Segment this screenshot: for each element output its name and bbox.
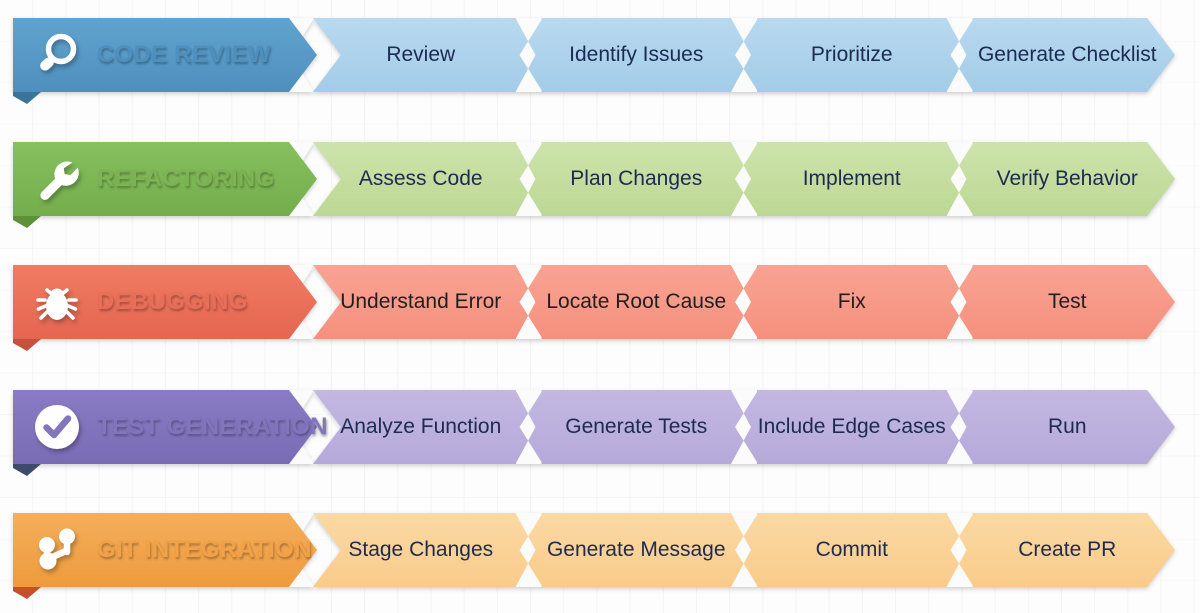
- step-label: Run: [1047, 415, 1087, 438]
- ribbon-fold: [13, 92, 41, 104]
- magnifier-icon: [31, 29, 83, 81]
- step-label: Stage Changes: [348, 538, 494, 561]
- category-label-test-generation[interactable]: TEST GENERATION: [13, 390, 328, 464]
- step-label: Assess Code: [358, 167, 483, 190]
- step-label: Review: [386, 43, 456, 66]
- category-label-text: CODE REVIEW: [97, 41, 271, 68]
- bug-icon: [31, 276, 83, 328]
- category-label-text: DEBUGGING: [97, 288, 248, 315]
- ribbon-wrapper: Assess Code Plan Changes Implement Verify B…: [13, 142, 1200, 216]
- ribbon-fold: [13, 587, 41, 599]
- ribbon-wrapper: Analyze Function Generate Tests Include Ed…: [13, 390, 1200, 464]
- git-branch-icon: [31, 524, 83, 576]
- step-test-generation-3[interactable]: Include Edge Cases: [744, 390, 960, 464]
- step-label: Generate Message: [546, 538, 726, 561]
- step-label: Analyze Function: [340, 415, 502, 438]
- step-git-integration-2[interactable]: Generate Message: [529, 513, 745, 587]
- step-code-review-1[interactable]: Review: [313, 18, 529, 92]
- category-label-git-integration[interactable]: GIT INTEGRATION: [13, 513, 312, 587]
- step-refactoring-3[interactable]: Implement: [744, 142, 960, 216]
- ribbon-wrapper: Stage Changes Generate Message Commit Creat…: [13, 513, 1200, 587]
- ribbon-fold: [13, 464, 41, 476]
- ribbon-fold: [13, 339, 41, 351]
- step-refactoring-1[interactable]: Assess Code: [313, 142, 529, 216]
- category-label-debugging[interactable]: DEBUGGING: [13, 265, 248, 339]
- step-label: Test: [1047, 290, 1087, 313]
- category-label-text: GIT INTEGRATION: [97, 536, 312, 563]
- step-label: Create PR: [1018, 538, 1117, 561]
- step-debugging-4[interactable]: Test: [960, 265, 1176, 339]
- step-debugging-2[interactable]: Locate Root Cause: [529, 265, 745, 339]
- step-debugging-3[interactable]: Fix: [744, 265, 960, 339]
- process-row-refactoring[interactable]: Assess Code Plan Changes Implement Verify B…: [13, 142, 1200, 228]
- step-code-review-4[interactable]: Generate Checklist: [960, 18, 1176, 92]
- process-row-debugging[interactable]: Understand Error Locate Root Cause Fix Test…: [13, 265, 1200, 351]
- step-refactoring-2[interactable]: Plan Changes: [529, 142, 745, 216]
- step-label: Understand Error: [340, 290, 502, 313]
- step-code-review-2[interactable]: Identify Issues: [529, 18, 745, 92]
- step-label: Prioritize: [810, 43, 893, 66]
- step-label: Generate Tests: [565, 415, 708, 438]
- category-label-background: [13, 18, 317, 92]
- step-debugging-1[interactable]: Understand Error: [313, 265, 529, 339]
- step-git-integration-4[interactable]: Create PR: [960, 513, 1176, 587]
- process-row-test-generation[interactable]: Analyze Function Generate Tests Include Ed…: [13, 390, 1200, 476]
- step-git-integration-1[interactable]: Stage Changes: [313, 513, 529, 587]
- step-code-review-3[interactable]: Prioritize: [744, 18, 960, 92]
- check-circle-icon: [31, 401, 83, 453]
- step-test-generation-4[interactable]: Run: [960, 390, 1176, 464]
- step-label: Plan Changes: [570, 167, 703, 190]
- category-label-text: REFACTORING: [97, 165, 275, 192]
- step-label: Commit: [815, 538, 888, 561]
- ribbon-wrapper: Review Identify Issues Prioritize Generate …: [13, 18, 1200, 92]
- step-refactoring-4[interactable]: Verify Behavior: [960, 142, 1176, 216]
- step-label: Locate Root Cause: [546, 290, 727, 313]
- category-label-refactoring[interactable]: REFACTORING: [13, 142, 275, 216]
- ribbon-wrapper: Understand Error Locate Root Cause Fix Test…: [13, 265, 1200, 339]
- step-test-generation-1[interactable]: Analyze Function: [313, 390, 529, 464]
- step-label: Include Edge Cases: [757, 415, 946, 438]
- process-row-git-integration[interactable]: Stage Changes Generate Message Commit Creat…: [13, 513, 1200, 599]
- category-label-code-review[interactable]: CODE REVIEW: [13, 18, 271, 92]
- step-label: Implement: [802, 167, 901, 190]
- step-git-integration-3[interactable]: Commit: [744, 513, 960, 587]
- category-label-text: TEST GENERATION: [97, 413, 328, 440]
- step-label: Identify Issues: [569, 43, 704, 66]
- step-test-generation-2[interactable]: Generate Tests: [529, 390, 745, 464]
- wrench-icon: [31, 153, 83, 205]
- process-row-code-review[interactable]: Review Identify Issues Prioritize Generate …: [13, 18, 1200, 104]
- step-label: Fix: [837, 290, 866, 313]
- step-label: Verify Behavior: [996, 167, 1138, 190]
- ribbon-fold: [13, 216, 41, 228]
- step-label: Generate Checklist: [977, 43, 1157, 66]
